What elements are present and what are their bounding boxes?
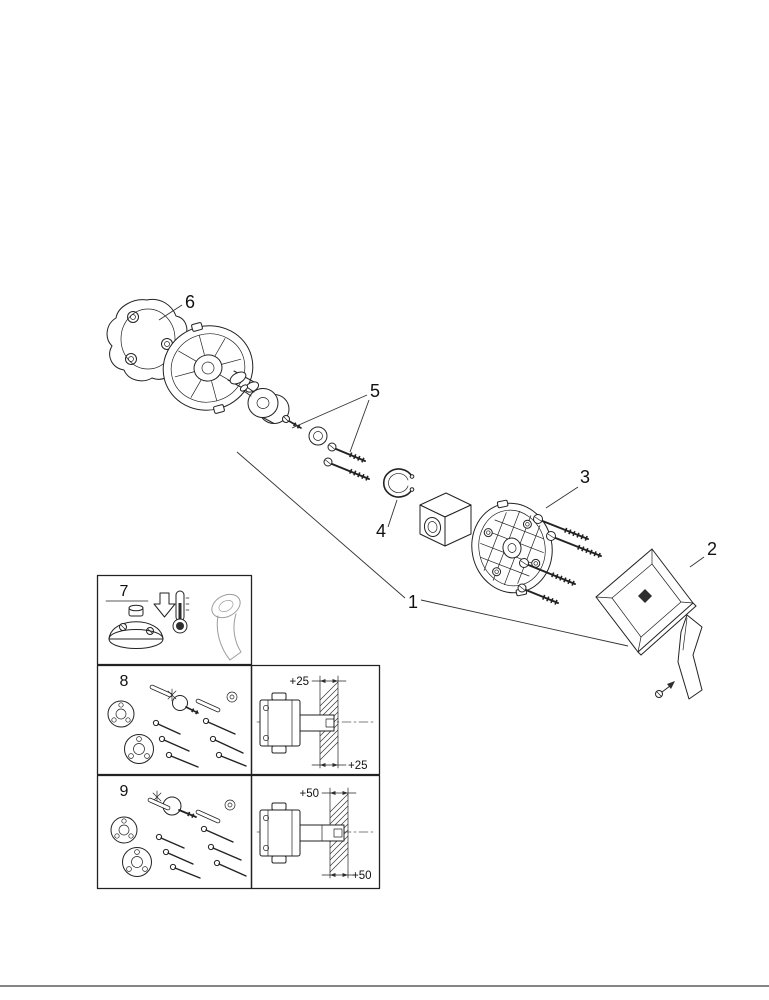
part-lever-handle bbox=[655, 614, 703, 700]
dimension-plus50-bottom: +50 bbox=[352, 870, 372, 882]
leader-line-5 bbox=[291, 394, 370, 453]
inset-box-9-parts: 9 bbox=[96, 774, 253, 890]
screw-direction-arrow-icon bbox=[667, 681, 675, 689]
dimension-8-bottom: +25 bbox=[311, 760, 368, 772]
part-5-cartridge-group bbox=[239, 384, 370, 482]
screw-long-3 bbox=[519, 558, 576, 587]
dimension-8-top: +25 bbox=[289, 675, 347, 688]
handle-outline-ghost bbox=[211, 593, 242, 661]
leader-line-3 bbox=[545, 486, 579, 509]
fixing-screws bbox=[517, 514, 602, 606]
dimension-9-bottom: +50 bbox=[321, 870, 372, 882]
screw-long-1 bbox=[533, 514, 589, 542]
screw-long-2 bbox=[546, 531, 602, 559]
thermometer-icon bbox=[172, 590, 190, 634]
part-3-mounting-plate bbox=[471, 499, 553, 597]
callout-5: 5 bbox=[370, 381, 380, 401]
callout-1: 1 bbox=[408, 592, 418, 612]
callout-8: 8 bbox=[120, 673, 129, 690]
dimension-9-top: +50 bbox=[299, 787, 357, 800]
callout-3: 3 bbox=[580, 467, 590, 487]
screw-small-1 bbox=[327, 442, 366, 464]
inset-box-8-parts: 8 bbox=[96, 664, 253, 776]
callout-2: 2 bbox=[707, 539, 717, 559]
leader-line-4 bbox=[387, 499, 398, 528]
part-2-escutcheon-plate bbox=[595, 548, 697, 656]
dimension-plus25-top: +25 bbox=[289, 676, 309, 688]
spare-parts-cluster-9 bbox=[110, 790, 247, 879]
dimension-plus25-bottom: +25 bbox=[348, 760, 368, 772]
valve-body-section-8 bbox=[259, 692, 335, 754]
callout-6: 6 bbox=[185, 292, 195, 312]
callout-9: 9 bbox=[120, 783, 129, 800]
part-4-retaining-ring bbox=[382, 468, 415, 498]
inset-box-7: 7 bbox=[96, 574, 253, 666]
screw-small-2 bbox=[323, 457, 370, 482]
spare-parts-cluster-8 bbox=[107, 684, 247, 768]
part-escutcheon-mount-body bbox=[162, 322, 254, 414]
valve-body-section-9 bbox=[259, 802, 345, 864]
callout-4: 4 bbox=[376, 521, 386, 541]
dimension-plus50-top: +50 bbox=[299, 788, 319, 800]
leader-line-6 bbox=[158, 304, 183, 321]
leader-line-1 bbox=[236, 451, 629, 647]
part-adapter-cube bbox=[419, 492, 472, 547]
arrow-down-icon bbox=[153, 592, 176, 618]
leader-line-2 bbox=[689, 556, 705, 568]
screw-long-4 bbox=[517, 583, 559, 606]
callout-7: 7 bbox=[120, 583, 129, 600]
inset-box-9-section: +50 +50 bbox=[250, 774, 381, 890]
temperature-limiter-cap bbox=[108, 604, 164, 649]
inset-box-8-section: +25 +25 bbox=[250, 664, 381, 776]
